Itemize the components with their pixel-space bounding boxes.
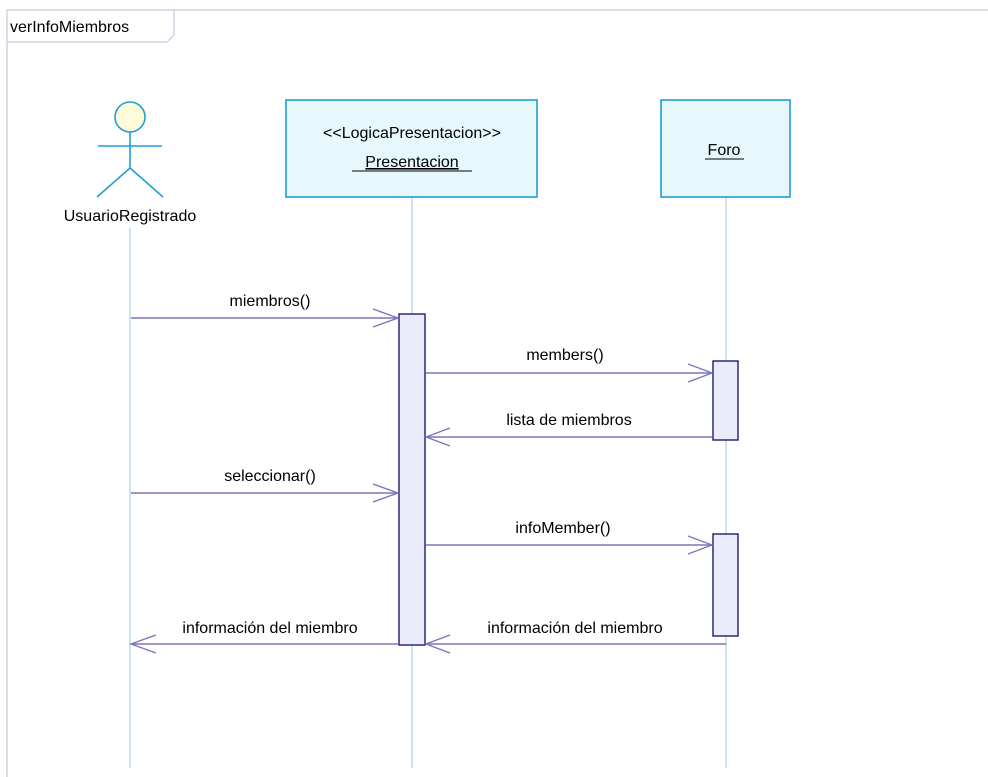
presentacion-box [285,99,538,198]
label-info-member: infoMember() [515,520,610,537]
message-miembros [131,308,401,328]
label-informacion-actor: información del miembro [182,620,357,637]
message-info-member [426,535,714,555]
foro-box [660,99,791,198]
messages [128,308,726,654]
message-members [426,363,714,383]
message-seleccionar [131,483,401,503]
frame-title: verInfoMiembros [10,19,129,36]
message-labels: miembros() members() lista de miembros s… [182,293,662,637]
actor-body-icon [96,132,164,198]
actor-name: UsuarioRegistrado [64,208,197,225]
frame-title-tab [7,10,175,43]
label-lista-de-miembros: lista de miembros [506,412,631,429]
foro-name: Foro [708,142,741,159]
activation-foro-1 [712,360,739,441]
label-miembros: miembros() [230,293,311,310]
activation-foro-2 [712,533,739,637]
actor-usuario-registrado: UsuarioRegistrado [64,101,197,225]
presentacion-name: Presentacion [365,154,458,171]
diagram-frame: verInfoMiembros [6,9,988,777]
message-lista-de-miembros [424,427,712,447]
label-members: members() [526,347,603,364]
lifeline-presentacion-header: <<LogicaPresentacion>> Presentacion [285,99,538,198]
message-informacion-foro [424,634,726,654]
message-informacion-actor [128,634,398,654]
frame-border [6,9,988,777]
presentacion-stereotype: <<LogicaPresentacion>> [323,125,501,142]
actor-head-icon [114,101,146,133]
label-informacion-foro: información del miembro [487,620,662,637]
label-seleccionar: seleccionar() [224,468,316,485]
lifelines [129,198,727,768]
lifeline-foro-header: Foro [660,99,791,198]
activation-presentacion [398,313,426,646]
